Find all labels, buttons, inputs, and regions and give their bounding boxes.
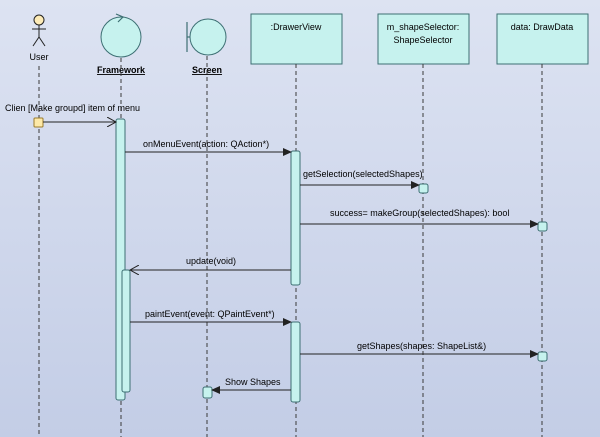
draw-data-activation-1	[537, 221, 548, 232]
message-label-8: Show Shapes	[225, 377, 281, 387]
message-label-2: onMenuEvent(action: QAction*)	[143, 139, 269, 149]
screen-boundary-icon	[186, 18, 227, 56]
user-start-marker	[33, 117, 44, 128]
user-actor-icon	[32, 14, 46, 47]
framework-control-icon	[100, 13, 142, 58]
drawer-view-activation-1	[290, 150, 301, 286]
draw-data-activation-2	[537, 351, 548, 362]
message-label-7: getShapes(shapes: ShapeList&)	[357, 341, 486, 351]
message-label-3: getSelection(selectedShapes)	[303, 169, 423, 179]
drawer-view-activation-2	[290, 321, 301, 403]
framework-label: Framework	[97, 65, 146, 75]
shape-selector-label-line2: ShapeSelector	[393, 35, 452, 45]
framework-nested-activation	[121, 269, 131, 393]
screen-activation	[202, 386, 213, 399]
user-label: User	[29, 52, 48, 62]
drawer-view-box	[250, 13, 343, 65]
message-label-5: update(void)	[186, 256, 236, 266]
shape-selector-activation	[418, 183, 429, 194]
draw-data-label: data: DrawData	[511, 22, 574, 32]
message-label-4: success= makeGroup(selectedShapes): bool	[330, 208, 509, 218]
message-label-6: paintEvent(event: QPaintEvent*)	[145, 309, 275, 319]
shape-selector-label-line1: m_shapeSelector:	[387, 22, 460, 32]
drawer-view-label: :DrawerView	[271, 22, 322, 32]
message-label-1: Clien [Make groupd] item of menu	[5, 103, 140, 113]
shape-selector-box	[377, 13, 470, 65]
